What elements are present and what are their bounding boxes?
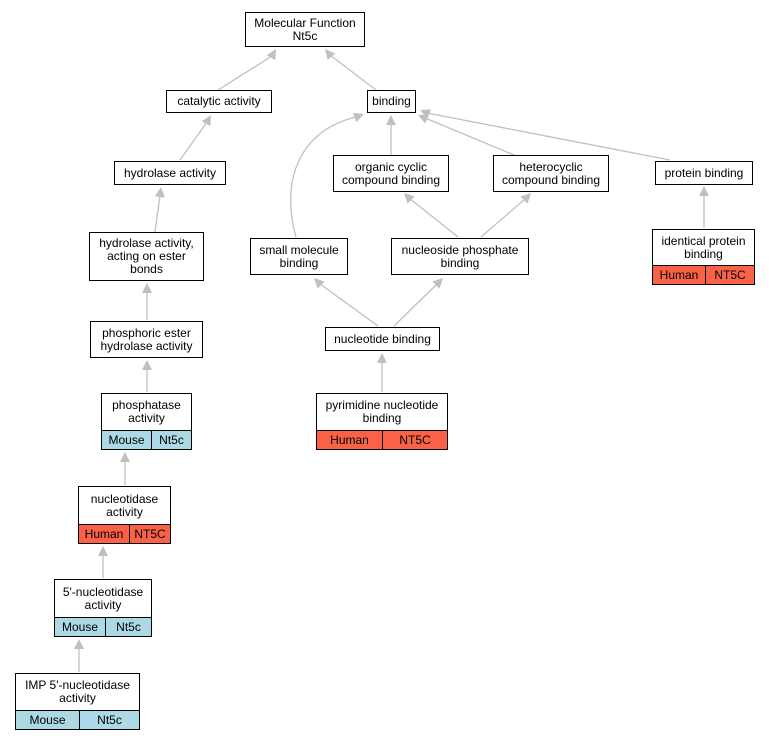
node-label: hydrolase activity [123, 165, 217, 180]
annotation-row: Human NT5C [79, 524, 170, 543]
arrowhead-protein-to-binding [420, 109, 432, 119]
node-label: identical protein binding [661, 233, 746, 261]
node-label: catalytic activity [177, 94, 261, 108]
annotation-row: Mouse Nt5c [16, 710, 139, 729]
arrowhead-hester-to-hydrolase [154, 187, 165, 198]
edge-small-to-binding [290, 116, 357, 238]
edge-nucleotide-to-nucleoside [393, 283, 438, 327]
edge-hester-to-hydrolase [154, 195, 161, 233]
edge-heterocyclic-to-binding [424, 117, 515, 156]
node-imp-5-prime-nucleotidase-activity[interactable]: IMP 5'-nucleotidase activity Mouse Nt5c [15, 673, 140, 730]
node-nucleotide-binding[interactable]: nucleotide binding [325, 327, 440, 351]
gene-cell: NT5C [129, 525, 170, 543]
node-phosphoric-ester-hydrolase[interactable]: phosphoric ester hydrolase activity [90, 321, 203, 358]
node-label: 5'-nucleotidase activity [62, 584, 144, 612]
node-label: nucleotidase activity [90, 491, 159, 519]
gene-cell: Nt5c [151, 431, 191, 449]
gene-cell: NT5C [382, 431, 447, 449]
species-cell: Human [330, 432, 369, 447]
gene-cell: NT5C [705, 266, 754, 284]
arrowhead-nucleotide-to-small [314, 278, 325, 289]
annotation-row: Human NT5C [317, 430, 447, 449]
gene-cell: Nt5c [79, 711, 139, 729]
edge-nucleoside-to-heterocyclic [480, 198, 526, 238]
species-cell: Mouse [29, 712, 66, 727]
arrowhead-imp-to-5prime [74, 639, 84, 649]
node-pyrimidine-nucleotide-binding[interactable]: pyrimidine nucleotide binding Human NT5C [316, 393, 448, 450]
arrowhead-catalytic-to-root [266, 49, 276, 61]
edge-nucleotide-to-small [319, 283, 379, 327]
node-identical-protein-binding[interactable]: identical protein binding Human NT5C [652, 229, 755, 285]
arrowhead-binding-to-root [325, 49, 336, 60]
node-nucleotidase-activity[interactable]: nucleotidase activity Human NT5C [78, 486, 171, 544]
species-cell: Human [84, 526, 124, 541]
arrowhead-identical-to-protein [699, 186, 709, 196]
node-heterocyclic-compound-binding[interactable]: heterocyclic compound binding [493, 155, 609, 192]
annotation-row: Mouse Nt5c [55, 617, 151, 636]
node-label: pyrimidine nucleotide binding [325, 398, 439, 425]
edge-protein-to-binding [426, 112, 671, 161]
node-label: nucleoside phosphate binding [401, 242, 519, 270]
arrowhead-organic-to-binding [386, 115, 396, 125]
node-label: hydrolase activity, acting on ester bond… [99, 236, 194, 276]
edge-nucleoside-to-organic [408, 197, 459, 238]
species-cell: Mouse [61, 619, 99, 634]
annotation-row: Mouse Nt5c [102, 430, 191, 449]
node-hydrolase-activity[interactable]: hydrolase activity [114, 161, 226, 185]
arrowhead-phosphatase-to-phosphoric [142, 360, 152, 370]
node-label: IMP 5'-nucleotidase activity [25, 678, 130, 705]
species-cell: Human [659, 267, 699, 282]
arrowhead-pyrimidine-to-nucleotide [377, 353, 387, 363]
node-organic-cyclic-compound-binding[interactable]: organic cyclic compound binding [333, 155, 449, 192]
arrowhead-nucleotide-to-nucleoside [432, 278, 443, 289]
edge-catalytic-to-root [217, 55, 273, 91]
node-label: Molecular Function Nt5c [254, 15, 356, 43]
node-binding[interactable]: binding [367, 90, 416, 113]
node-hydrolase-ester-bonds[interactable]: hydrolase activity, acting on ester bond… [89, 232, 204, 281]
node-protein-binding[interactable]: protein binding [655, 161, 753, 185]
arrowhead-5prime-to-nucleotidase [98, 546, 108, 556]
node-molecular-function[interactable]: Molecular Function Nt5c [245, 12, 365, 47]
node-label: phosphatase activity [112, 398, 181, 425]
gene-cell: Nt5c [105, 618, 151, 636]
edge-binding-to-root [329, 54, 377, 91]
node-label: protein binding [664, 165, 744, 180]
arrowhead-phosphoric-to-hester [142, 283, 152, 293]
node-phosphatase-activity[interactable]: phosphatase activity Mouse Nt5c [101, 393, 192, 450]
node-label: binding [372, 94, 411, 108]
node-label: organic cyclic compound binding [341, 159, 441, 187]
node-label: heterocyclic compound binding [501, 159, 601, 187]
node-label: small molecule binding [259, 242, 339, 270]
arrowhead-nucleotidase-to-phosphatase [120, 452, 130, 462]
arrowhead-hydrolase-to-catalytic [201, 115, 211, 127]
arrowhead-nucleoside-to-heterocyclic [520, 193, 531, 204]
node-catalytic-activity[interactable]: catalytic activity [166, 90, 272, 113]
species-cell: Mouse [108, 432, 145, 447]
annotation-row: Human NT5C [653, 265, 754, 284]
node-label: phosphoric ester hydrolase activity [100, 325, 193, 353]
node-small-molecule-binding[interactable]: small molecule binding [250, 238, 348, 275]
edge-hydrolase-to-catalytic [179, 121, 208, 161]
node-nucleoside-phosphate-binding[interactable]: nucleoside phosphate binding [391, 238, 529, 275]
arrowhead-small-to-binding [352, 112, 364, 123]
arrowhead-nucleoside-to-organic [404, 193, 415, 204]
node-5-prime-nucleotidase-activity[interactable]: 5'-nucleotidase activity Mouse Nt5c [54, 579, 152, 637]
node-label: nucleotide binding [334, 331, 431, 346]
